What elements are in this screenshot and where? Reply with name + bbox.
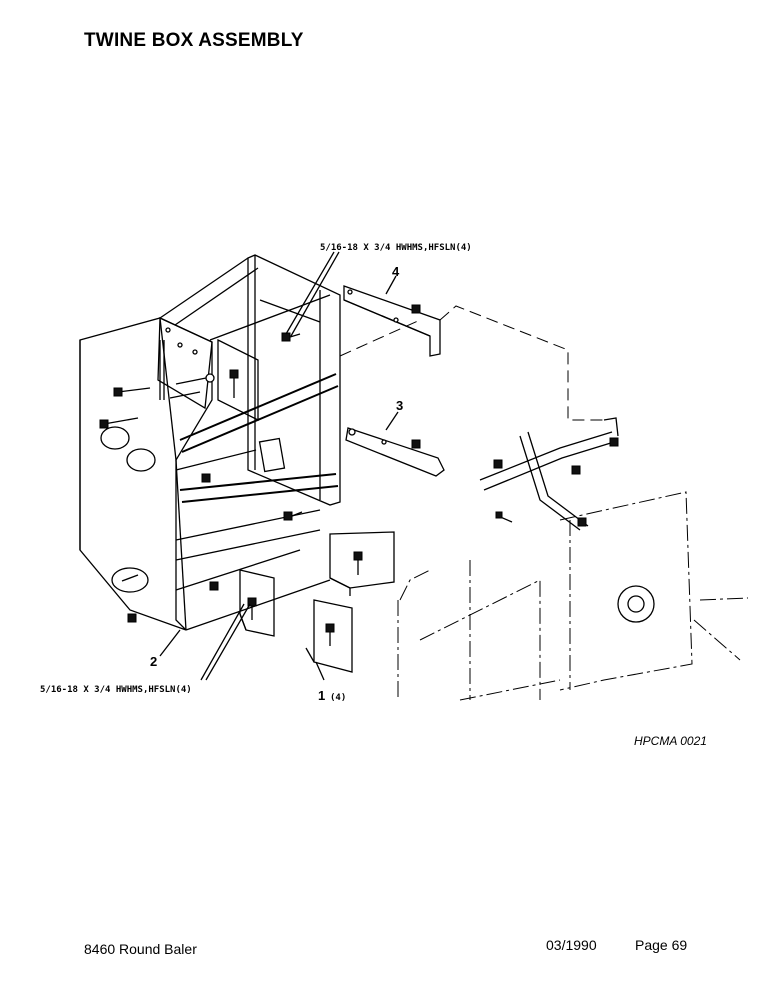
- item-1-quantity: (4): [330, 693, 346, 703]
- leader-lines: [159, 251, 399, 681]
- twine-box-frame: [79, 254, 341, 631]
- item-2-number: 2: [150, 654, 157, 669]
- footer-date: 03/1990: [546, 937, 597, 953]
- item-1-angle-brackets: [239, 531, 395, 673]
- item-3-number: 3: [396, 398, 403, 413]
- footer-model: 8460 Round Baler: [84, 941, 197, 957]
- item-4-bar: [343, 285, 441, 357]
- bottom-fastener-callout: 5/16-18 X 3/4 HWHMS,HFSLN(4): [40, 685, 192, 695]
- item-3-strap: [345, 427, 445, 477]
- footer-page-number: Page 69: [635, 937, 688, 953]
- figure-id: HPCMA 0021: [634, 734, 707, 748]
- fastener-hardware: [99, 332, 303, 623]
- top-fastener-callout: 5/16-18 X 3/4 HWHMS,HFSLN(4): [320, 243, 472, 253]
- item-4-number: 4: [392, 264, 400, 279]
- page-title: TWINE BOX ASSEMBLY: [84, 30, 304, 51]
- baler-side-frame: [339, 305, 749, 701]
- item-1-number: 1: [318, 688, 325, 703]
